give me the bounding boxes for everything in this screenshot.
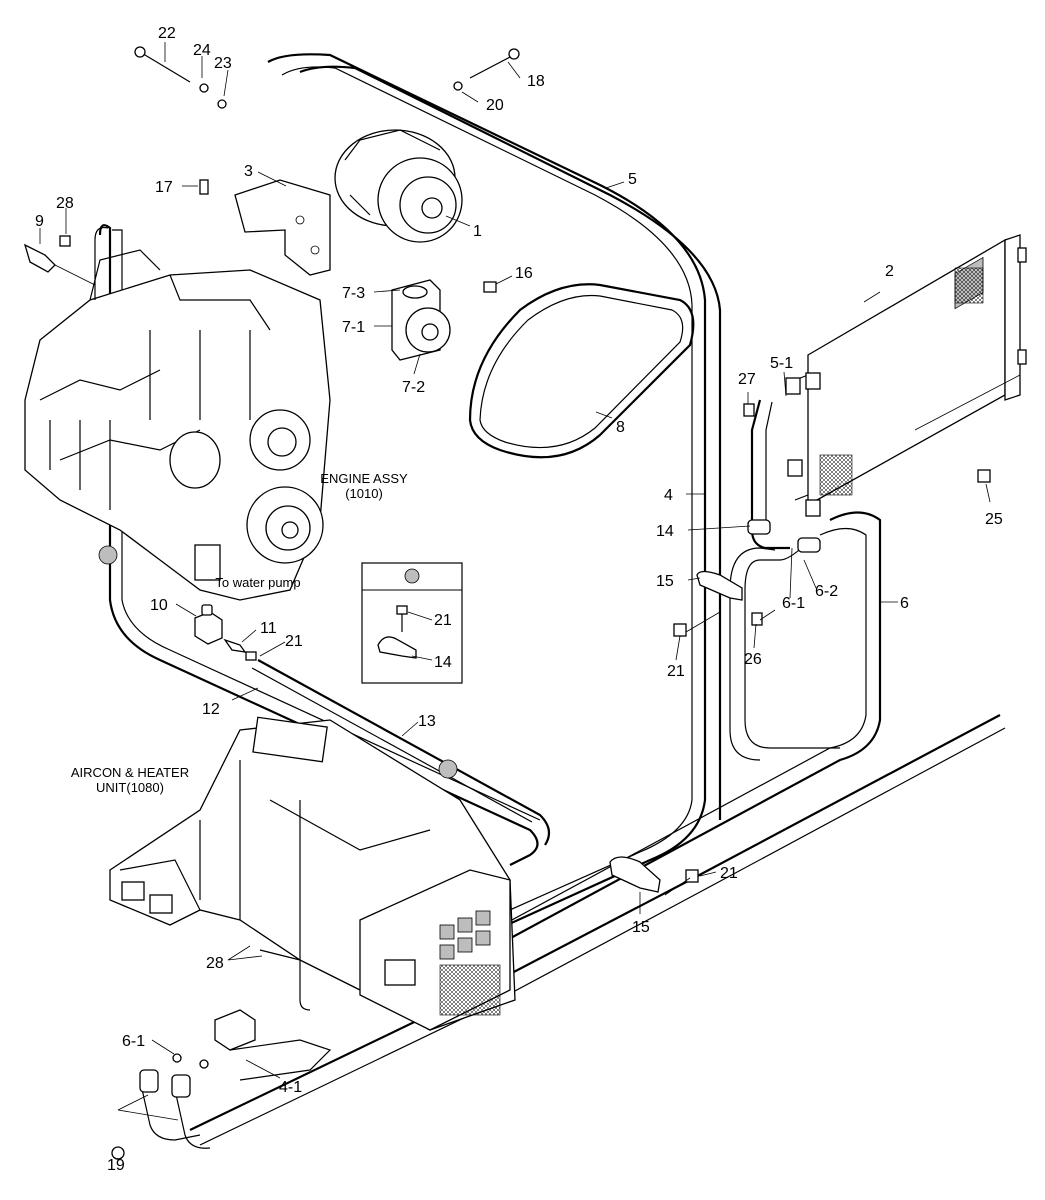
aircon-label-line2: UNIT(1080): [96, 780, 164, 795]
callout-21-lower: 21: [720, 865, 738, 882]
callout-16: 16: [515, 265, 533, 282]
callout-5: 5: [628, 171, 637, 188]
condenser: [785, 234, 1027, 517]
leader-lines: [39, 42, 991, 1160]
clamp-15-upper: [696, 570, 743, 601]
callout-7-3: 7-3: [342, 285, 365, 302]
aircon-heater-unit: [109, 716, 516, 1031]
callout-25: 25: [985, 511, 1003, 528]
valve-9: [23, 235, 96, 286]
compressor: [334, 129, 463, 243]
tensioner-pulley: [391, 279, 451, 361]
engine-label: ENGINE ASSY: [320, 471, 408, 486]
water-pump-label: To water pump: [215, 575, 300, 590]
hose-12: [98, 224, 541, 866]
marker-engine-line: [98, 545, 118, 565]
callout-7-2: 7-2: [402, 379, 425, 396]
callout-19: 19: [107, 1157, 125, 1174]
callout-28-upper: 28: [56, 195, 74, 212]
callout-20: 20: [486, 97, 504, 114]
engine-assembly: [24, 226, 331, 601]
callout-13: 13: [418, 713, 436, 730]
callout-9: 9: [35, 213, 44, 230]
aircon-label-line1: AIRCON & HEATER: [71, 765, 189, 780]
callout-4: 4: [664, 487, 673, 504]
callout-23: 23: [214, 55, 232, 72]
callout-27: 27: [738, 371, 756, 388]
callout-1: 1: [473, 223, 482, 240]
drive-belt: [468, 283, 695, 459]
callout-6: 6: [900, 595, 909, 612]
callout-7-1: 7-1: [342, 319, 365, 336]
callout-22: 22: [158, 25, 176, 42]
hose-6: [459, 511, 882, 961]
hose-6-lower-loop: [729, 539, 840, 761]
hose-13: [251, 659, 551, 846]
callout-14-main: 14: [656, 523, 674, 540]
callout-4-1: 4-1: [279, 1079, 302, 1096]
receiver-line: [747, 399, 821, 553]
callout-14-inset: 14: [434, 654, 452, 671]
clamp-15-lower: [609, 856, 661, 893]
callout-12: 12: [202, 701, 220, 718]
bolts: [134, 46, 991, 896]
callout-17: 17: [155, 179, 173, 196]
marker-hose-13: [438, 759, 458, 779]
hose-lower-lines: [139, 714, 1006, 1149]
callout-10: 10: [150, 597, 168, 614]
inset-detail: [361, 562, 463, 684]
callout-26: 26: [744, 651, 762, 668]
lower-fittings: [111, 1009, 332, 1160]
callout-labels: 22 24 23 18 20 17 3 5 1 9 28 16 7-3 7-1 …: [35, 25, 1003, 1174]
callout-6-1-lower: 6-1: [122, 1033, 145, 1050]
callout-24: 24: [193, 42, 211, 59]
bracket: [234, 179, 331, 276]
hose-4: [299, 65, 722, 820]
callout-28-lower: 28: [206, 955, 224, 972]
callout-18: 18: [527, 73, 545, 90]
callout-21-inset: 21: [434, 612, 452, 629]
callout-11: 11: [260, 620, 277, 637]
callout-15-lower: 15: [632, 919, 650, 936]
valve-10: [194, 604, 257, 661]
callout-8: 8: [616, 419, 625, 436]
callout-5-1: 5-1: [770, 355, 793, 372]
callout-21-right: 21: [667, 663, 685, 680]
callout-3: 3: [244, 163, 253, 180]
engine-code-label: (1010): [345, 486, 383, 501]
callout-6-2: 6-2: [815, 583, 838, 600]
callout-21-hose: 21: [285, 633, 303, 650]
callout-6-1-upper: 6-1: [782, 595, 805, 612]
callout-2: 2: [885, 263, 894, 280]
callout-15-upper: 15: [656, 573, 674, 590]
